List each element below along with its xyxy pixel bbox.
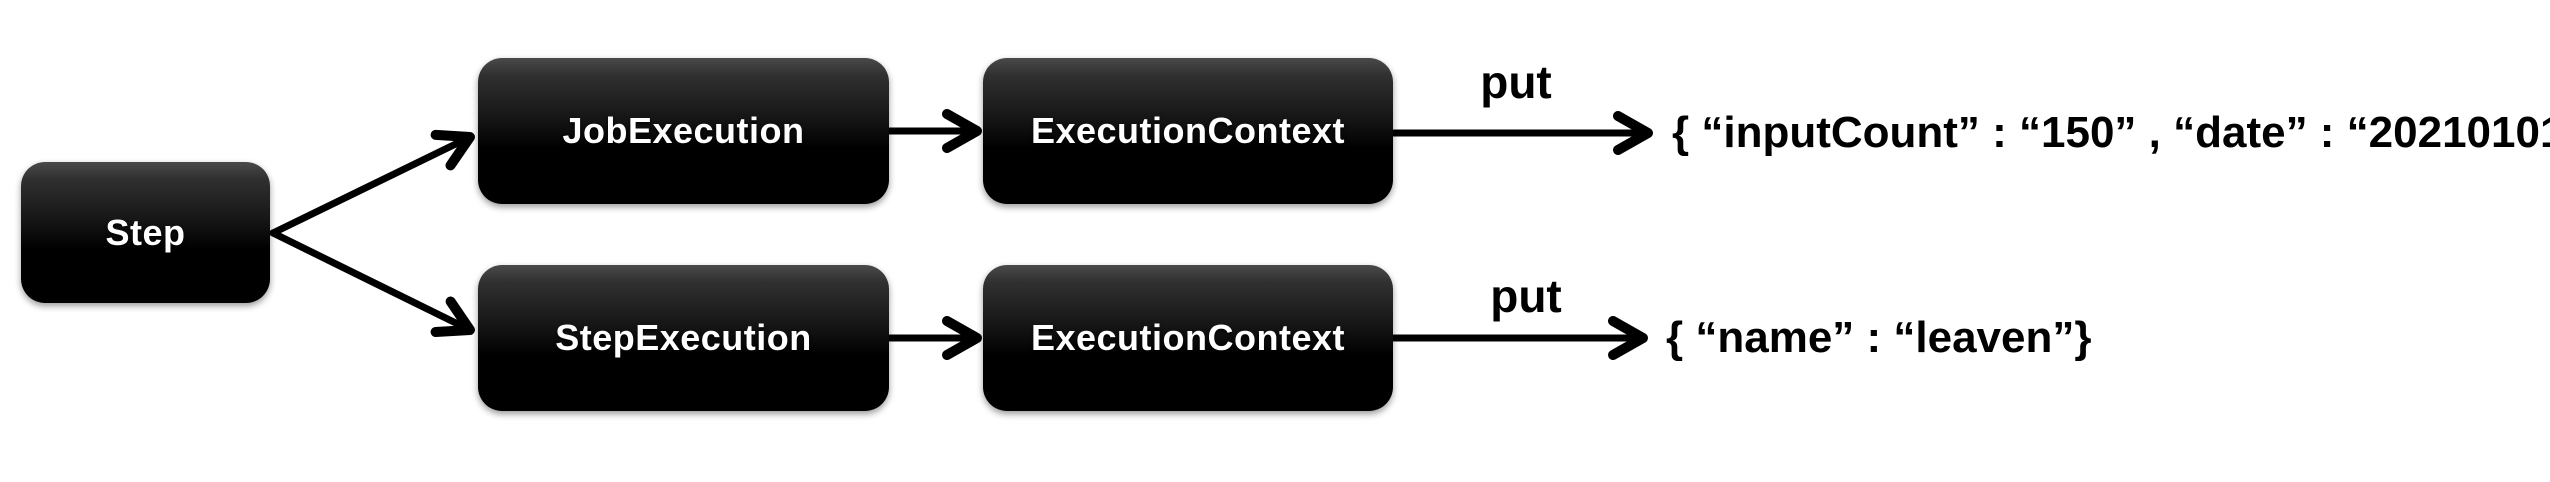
arrow-step-to-step-execution [269, 229, 475, 337]
arrow-step-to-job-execution [269, 129, 475, 237]
node-job-execution: JobExecution [478, 58, 889, 204]
put-label-bottom: put [1490, 270, 1562, 322]
node-execution-context-bottom: ExecutionContext [983, 265, 1393, 411]
node-job-execution-label: JobExecution [562, 110, 805, 151]
node-step-execution-label: StepExecution [555, 317, 812, 358]
output-json-step-execution-context: { “name” : “leaven”} [1666, 313, 2092, 362]
node-execution-context-top: ExecutionContext [983, 58, 1393, 204]
node-execution-context-top-label: ExecutionContext [1030, 110, 1346, 151]
node-step-label: Step [105, 211, 186, 253]
output-json-job-execution-context: { “inputCount” : “150” , “date” : “20210… [1672, 108, 2550, 157]
node-step-execution: StepExecution [478, 265, 889, 411]
node-execution-context-bottom-label: ExecutionContext [1030, 317, 1346, 358]
node-step: Step [21, 162, 270, 303]
put-label-top: put [1480, 56, 1552, 108]
